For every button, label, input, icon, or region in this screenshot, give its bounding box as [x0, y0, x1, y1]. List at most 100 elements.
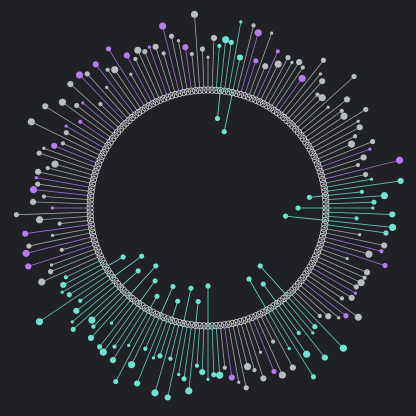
- point-n152: [78, 119, 83, 124]
- inner-point-n75: [246, 276, 252, 282]
- point-n172: [161, 51, 166, 56]
- base-marker-n100: [164, 315, 172, 323]
- base-marker-n57: [312, 252, 320, 260]
- point-n67: [317, 313, 322, 319]
- point-n109: [96, 344, 103, 350]
- point-n150: [64, 124, 68, 128]
- base-marker-n04: [220, 87, 228, 95]
- point-n24: [351, 73, 357, 80]
- stem-n54: [320, 244, 386, 266]
- stem-n04: [224, 42, 232, 92]
- stem-n99: [159, 320, 172, 357]
- point-n88: [216, 371, 224, 379]
- point-n161: [92, 61, 99, 68]
- stem-n95: [178, 324, 188, 375]
- stem-n79: [251, 317, 275, 372]
- base-marker-n52: [318, 233, 327, 241]
- base-marker-n46: [322, 208, 330, 216]
- stem-n89: [211, 325, 215, 375]
- stem-n121: [63, 263, 104, 286]
- point-n128: [22, 249, 30, 257]
- stem-n32: [313, 135, 356, 157]
- point-n129: [26, 243, 32, 249]
- stem-n145: [43, 147, 98, 169]
- base-marker-n09: [240, 92, 249, 100]
- stem-n159: [86, 73, 130, 121]
- stem-n161: [95, 64, 136, 116]
- base-marker-n124: [95, 248, 103, 256]
- stem-n164: [108, 48, 146, 109]
- stem-n06: [232, 57, 241, 93]
- base-marker-n59: [308, 259, 316, 267]
- point-n90: [206, 377, 210, 382]
- base-marker-n167: [152, 98, 160, 106]
- stem-n39: [323, 174, 366, 184]
- point-n44: [371, 199, 377, 205]
- stem-n48: [325, 219, 393, 228]
- base-marker-n166: [149, 100, 157, 108]
- stem-n93: [188, 325, 197, 391]
- base-marker-n73: [270, 302, 278, 310]
- inner-point-n03: [214, 115, 221, 122]
- inner-point-n69: [257, 263, 263, 269]
- base-marker-n54: [316, 240, 324, 249]
- base-marker-n43: [322, 196, 330, 204]
- point-n94: [181, 376, 187, 382]
- point-n51: [381, 242, 388, 249]
- point-n75: [287, 347, 291, 351]
- point-n144: [36, 150, 42, 156]
- point-n28: [340, 112, 348, 120]
- point-n31: [356, 124, 363, 131]
- stem-n13: [259, 63, 279, 103]
- point-n98: [151, 389, 159, 397]
- inner-stem-n117: [112, 255, 142, 278]
- point-n108: [99, 348, 107, 356]
- stem-n129: [28, 232, 93, 247]
- point-n107: [112, 344, 117, 349]
- stem-n42: [325, 191, 362, 197]
- point-n170: [147, 45, 152, 49]
- point-n48: [388, 223, 397, 231]
- base-marker-n03: [216, 87, 224, 95]
- stem-n123: [41, 255, 101, 283]
- base-marker-n28: [302, 138, 310, 146]
- stem-n106: [112, 307, 146, 361]
- point-n25: [326, 105, 330, 109]
- base-marker-n148: [98, 152, 106, 160]
- base-marker-n02: [212, 86, 220, 94]
- stem-n29: [307, 109, 366, 146]
- stem-n105: [128, 309, 150, 346]
- point-n35: [368, 147, 372, 151]
- base-marker-n42: [321, 192, 329, 200]
- stem-n86: [224, 324, 233, 378]
- base-marker-n94: [188, 321, 196, 329]
- point-n179: [199, 46, 206, 52]
- stem-n112: [93, 292, 127, 327]
- stem-n143: [54, 163, 95, 176]
- base-marker-n32: [310, 152, 318, 160]
- base-marker-n164: [141, 104, 150, 112]
- base-marker-n82: [236, 317, 245, 325]
- point-n10: [270, 31, 274, 35]
- base-marker-n173: [175, 89, 184, 98]
- point-n104: [113, 378, 119, 385]
- stem-n55: [318, 247, 348, 260]
- stem-n146: [54, 145, 99, 165]
- stem-n78: [255, 315, 283, 376]
- point-n38: [395, 156, 404, 164]
- stem-n07: [236, 25, 254, 94]
- base-marker-n55: [315, 244, 323, 252]
- base-marker-n58: [310, 256, 318, 264]
- base-marker-n141: [89, 179, 97, 188]
- baseline-ring-layer: [86, 86, 330, 330]
- stem-n142: [47, 167, 94, 180]
- inner-point-n42: [306, 194, 313, 200]
- base-marker-n120: [102, 263, 110, 271]
- base-marker-n88: [212, 322, 220, 330]
- point-n61: [348, 294, 355, 301]
- base-marker-n170: [164, 93, 172, 101]
- base-marker-n128: [89, 233, 98, 241]
- base-marker-n08: [236, 91, 245, 99]
- base-marker-n16: [266, 104, 275, 112]
